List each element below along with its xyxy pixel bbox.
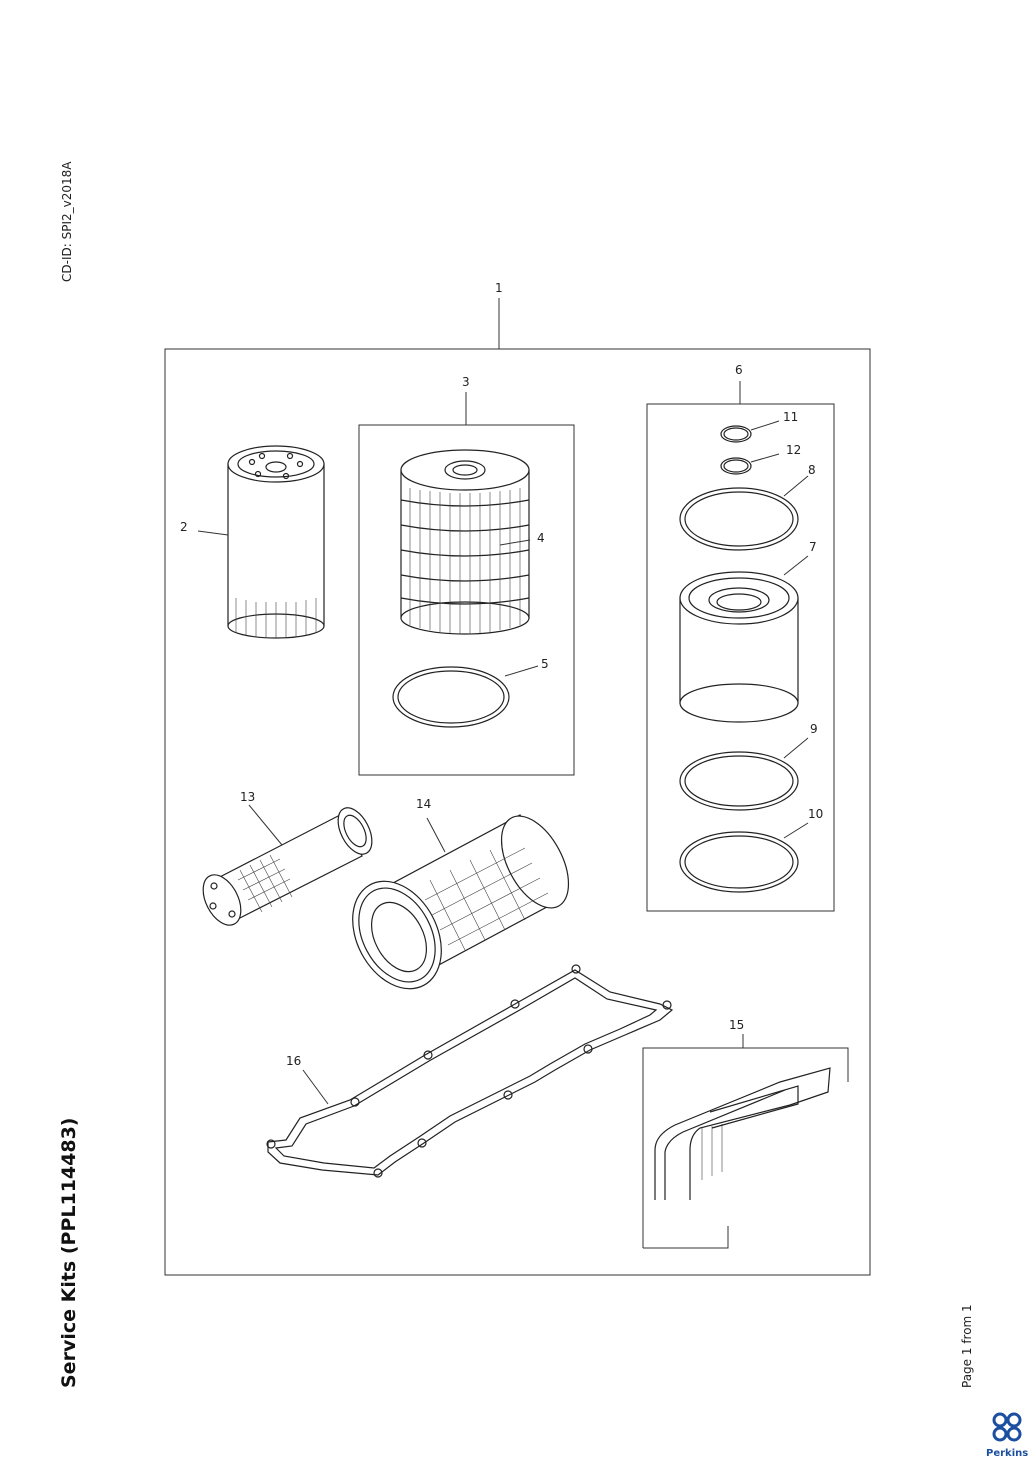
seal-ring-part-8	[679, 487, 799, 551]
callout-12: 12	[786, 443, 801, 457]
leader-line-16	[302, 1069, 329, 1105]
leader-line-8	[783, 475, 809, 497]
callout-8: 8	[808, 463, 816, 477]
seal-ring-part-10	[679, 831, 799, 893]
callout-15: 15	[729, 1018, 744, 1032]
perkins-logo-icon	[992, 1412, 1022, 1442]
callout-13: 13	[240, 790, 255, 804]
leader-line-11	[750, 420, 780, 431]
seal-ring-part-9	[679, 751, 799, 811]
rocker-gasket-part-16	[266, 964, 674, 1178]
subkit-bracket-15	[642, 1047, 849, 1249]
callout-1: 1	[495, 281, 503, 295]
air-filter-part-14	[352, 814, 570, 990]
callout-14: 14	[416, 797, 431, 811]
callout-7: 7	[809, 540, 817, 554]
leader-line-13	[248, 804, 283, 846]
callout-16: 16	[286, 1054, 301, 1068]
filter-element-part-4	[400, 449, 530, 635]
brand-logo-text: Perkins	[986, 1448, 1029, 1459]
leader-line-10	[783, 822, 809, 839]
callout-10: 10	[808, 807, 823, 821]
o-ring-part-11	[720, 425, 752, 443]
callout-11: 11	[783, 410, 798, 424]
callout-9: 9	[810, 722, 818, 736]
leader-line-2	[197, 530, 229, 536]
oil-filter-part-2	[227, 445, 325, 639]
leader-line-4	[499, 539, 531, 546]
kit-boundary-box	[164, 348, 871, 1276]
callout-3: 3	[462, 375, 470, 389]
tool-part-15	[654, 1067, 831, 1200]
leader-line-7	[783, 555, 809, 576]
fuel-filter-part-7	[679, 571, 799, 723]
callout-4: 4	[537, 531, 545, 545]
callout-2: 2	[180, 520, 188, 534]
breather-filter-part-13	[202, 807, 373, 926]
callout-6: 6	[735, 363, 743, 377]
leader-line-12	[750, 453, 780, 463]
leader-line-5	[504, 665, 539, 677]
leader-line-14	[426, 817, 446, 853]
leader-line-9	[783, 737, 809, 759]
seal-ring-part-5	[392, 666, 510, 728]
o-ring-part-12	[720, 457, 752, 475]
callout-5: 5	[541, 657, 549, 671]
